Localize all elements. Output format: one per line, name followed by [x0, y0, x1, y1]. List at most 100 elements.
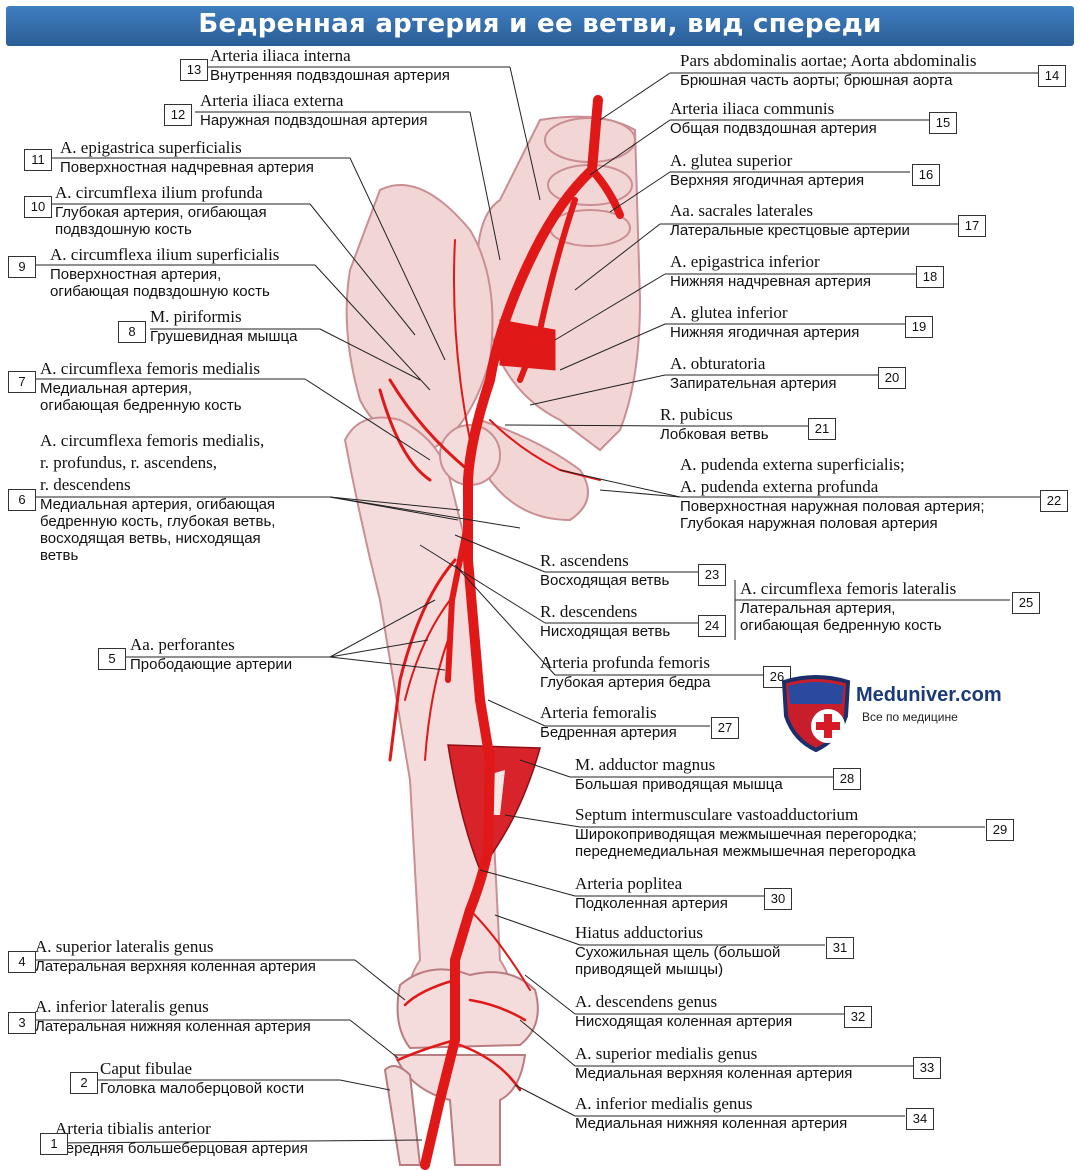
arteries: [378, 95, 624, 1170]
label-latin: Arteria iliaca communis: [670, 99, 835, 118]
label-latin: Caput fibulae: [100, 1059, 193, 1078]
label-russian: Нижняя ягодичная артерия: [670, 324, 860, 341]
label-latin: A. circumflexa ilium superficialis: [50, 245, 280, 264]
label-latin: A. epigastrica inferior: [670, 252, 820, 271]
label-number-box: 30: [764, 888, 792, 910]
label-russian: Поверхностная надчревная артерия: [60, 159, 314, 176]
label-latin: Aa. perforantes: [130, 635, 235, 654]
label-russian: Прободающие артерии: [130, 656, 293, 673]
label-russian: Глубокая артерия, огибающая подвздошную …: [55, 204, 267, 238]
label-latin: A. superior medialis genus: [575, 1044, 758, 1063]
label-russian: Нисходящая коленная артерия: [575, 1013, 793, 1030]
label-number-box: 31: [826, 937, 854, 959]
label-russian: Латеральная нижняя коленная артерия: [35, 1018, 311, 1035]
label-number-box: 1: [40, 1133, 68, 1155]
knee-bones: [383, 968, 539, 1166]
label-number-box: 12: [164, 104, 192, 126]
label-number-box: 11: [24, 149, 52, 171]
label-number-box: 2: [70, 1072, 98, 1094]
leader-lines: [30, 66, 1040, 1144]
label-latin: Septum intermusculare vastoadductorium: [575, 805, 859, 824]
label-russian: Общая подвздошная артерия: [670, 120, 877, 137]
label-latin: A. circumflexa femoris medialis, r. prof…: [40, 431, 265, 494]
label-number-box: 9: [8, 256, 36, 278]
label-latin: A. circumflexa ilium profunda: [55, 183, 263, 202]
label-latin: A. glutea superior: [670, 151, 793, 170]
label-latin: Arteria profunda femoris: [540, 653, 710, 672]
label-number-box: 27: [711, 717, 739, 739]
label-latin: A. pudenda externa superficialis; A. pud…: [680, 455, 905, 496]
label-russian: Верхняя ягодичная артерия: [670, 172, 865, 189]
label-number-box: 18: [916, 266, 944, 288]
label-number-box: 8: [118, 321, 146, 343]
label-14: Pars abdominalis aortae; Aorta abdominal…: [680, 50, 1030, 89]
label-russian: Латеральная верхняя коленная артерия: [35, 958, 316, 975]
label-number-box: 20: [878, 367, 906, 389]
label-latin: R. ascendens: [540, 551, 629, 570]
label-russian: Медиальная верхняя коленная артерия: [575, 1065, 853, 1082]
label-number-box: 19: [905, 316, 933, 338]
label-number-box: 23: [698, 564, 726, 586]
label-russian: Большая приводящая мышца: [575, 776, 783, 793]
label-number-box: 33: [913, 1057, 941, 1079]
label-latin: R. pubicus: [660, 405, 733, 424]
label-number-box: 25: [1012, 592, 1040, 614]
label-number-box: 4: [8, 951, 36, 973]
label-latin: M. adductor magnus: [575, 755, 716, 774]
label-6: A. circumflexa femoris medialis, r. prof…: [40, 430, 330, 564]
label-russian: Брюшная часть аорты; брюшная аорта: [680, 72, 953, 89]
label-number-box: 15: [929, 112, 957, 134]
label-number-box: 22: [1040, 490, 1068, 512]
label-number-box: 6: [8, 489, 36, 511]
label-latin: A. circumflexa femoris medialis: [40, 359, 260, 378]
label-russian: Латеральная артерия, огибающая бедренную…: [740, 600, 942, 634]
label-russian: Запирательная артерия: [670, 375, 837, 392]
label-russian: Поверхностная артерия, огибающая подвздо…: [50, 266, 270, 300]
label-russian: Глубокая артерия бедра: [540, 674, 711, 691]
label-latin: Aa. sacrales laterales: [670, 201, 813, 220]
label-latin: R. descendens: [540, 602, 638, 621]
label-russian: Нижняя надчревная артерия: [670, 273, 871, 290]
label-latin: Arteria iliaca externa: [200, 91, 344, 110]
label-russian: Передняя большеберцовая артерия: [55, 1140, 308, 1157]
label-russian: Внутренняя подвздошная артерия: [210, 67, 450, 84]
label-number-box: 32: [844, 1006, 872, 1028]
label-latin: Arteria femoralis: [540, 703, 657, 722]
label-latin: A. inferior lateralis genus: [35, 997, 209, 1016]
label-russian: Лобковая ветвь: [660, 426, 769, 443]
label-number-box: 34: [906, 1108, 934, 1130]
label-latin: Hiatus adductorius: [575, 923, 703, 942]
label-number-box: 28: [833, 768, 861, 790]
label-number-box: 24: [698, 615, 726, 637]
label-russian: Нисходящая ветвь: [540, 623, 671, 640]
label-latin: Pars abdominalis aortae; Aorta abdominal…: [680, 51, 977, 70]
label-russian: Медиальная артерия, огибающая бедренную …: [40, 380, 242, 414]
label-latin: A. obturatoria: [670, 354, 766, 373]
label-latin: A. inferior medialis genus: [575, 1094, 753, 1113]
label-latin: A. epigastrica superficialis: [60, 138, 242, 157]
label-russian: Поверхностная наружная половая артерия; …: [680, 498, 985, 532]
label-latin: M. piriformis: [150, 307, 242, 326]
label-number-box: 29: [986, 819, 1014, 841]
label-russian: Подколенная артерия: [575, 895, 728, 912]
label-russian: Грушевидная мышца: [150, 328, 298, 345]
